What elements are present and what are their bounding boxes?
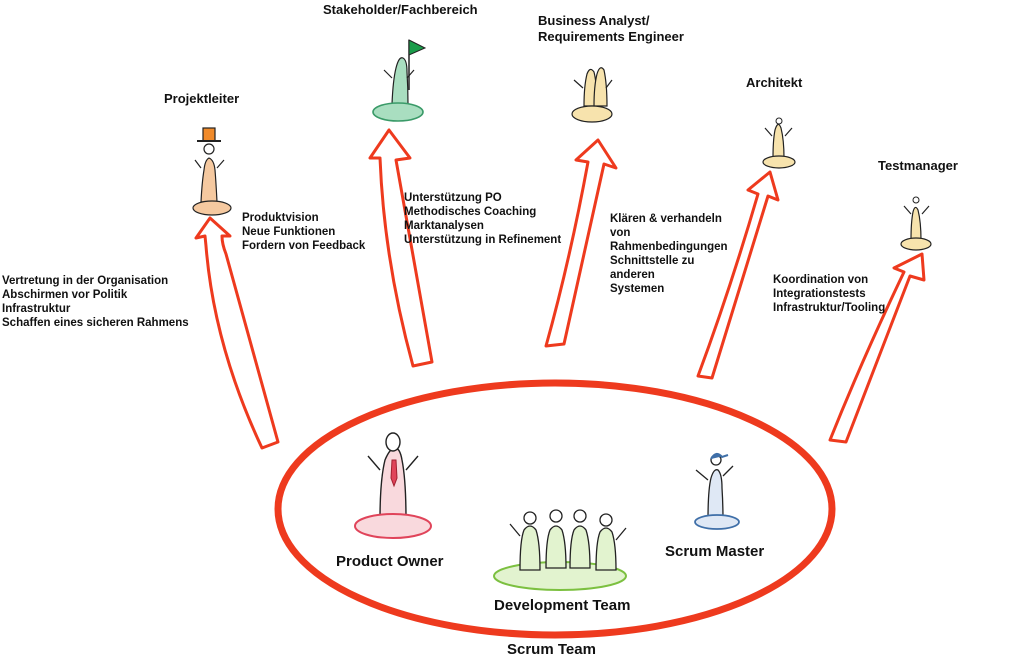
scrum-team-ellipse <box>274 379 836 639</box>
annotation-stakeholder: Unterstützung PO Methodisches Coaching M… <box>404 191 561 247</box>
annotation-line: Systemen <box>610 283 665 295</box>
annotation-architekt: Koordination von Integrationstests Infra… <box>773 273 885 315</box>
annotation-line: Klären & verhandeln <box>610 213 722 225</box>
annotation-line: Schaffen eines sicheren Rahmens <box>2 317 189 329</box>
annotation-line: Rahmenbedingungen <box>610 241 728 253</box>
label-development-team: Development Team <box>494 597 631 614</box>
annotation-line: Infrastruktur/Tooling <box>773 302 886 314</box>
annotation-line: Methodisches Coaching <box>404 206 537 218</box>
label-business-analyst-2: Requirements Engineer <box>538 29 684 44</box>
annotation-business-analyst: Klären & verhandeln von Rahmenbedingunge… <box>610 212 728 296</box>
label-business-analyst-1: Business Analyst/ <box>538 13 650 28</box>
annotation-line: Unterstützung PO <box>404 192 502 204</box>
product-owner-figure <box>354 432 432 539</box>
scrum-master-figure <box>694 453 740 530</box>
label-stakeholder: Stakeholder/Fachbereich <box>323 2 478 17</box>
arrow-to-testmanager <box>828 252 926 444</box>
annotation-organisation: Vertretung in der Organisation Abschirme… <box>2 274 189 330</box>
business-analyst-figure <box>571 67 613 123</box>
cap-icon <box>710 453 729 460</box>
arrow-to-stakeholder <box>368 128 434 368</box>
annotation-line: Marktanalysen <box>404 220 484 232</box>
label-projektleiter: Projektleiter <box>164 91 240 106</box>
label-scrum-team: Scrum Team <box>507 641 596 658</box>
stakeholder-figure <box>372 39 427 122</box>
label-scrum-master: Scrum Master <box>665 543 765 560</box>
annotation-line: Vertretung in der Organisation <box>2 275 169 287</box>
annotation-projektleiter: Produktvision Neue Funktionen Fordern vo… <box>242 211 365 253</box>
flag-icon <box>408 39 427 56</box>
architekt-figure <box>762 117 796 169</box>
annotation-line: Schnittstelle zu <box>610 255 695 267</box>
projektleiter-figure <box>192 127 232 216</box>
label-architekt: Architekt <box>746 75 803 90</box>
annotation-line: Abschirmen vor Politik <box>2 289 128 301</box>
hat-icon <box>202 127 216 142</box>
annotation-line: Integrationstests <box>773 288 866 300</box>
label-testmanager: Testmanager <box>878 158 958 173</box>
annotation-line: Produktvision <box>242 212 319 224</box>
annotation-line: anderen <box>610 269 655 281</box>
arrow-to-business-analyst <box>544 138 618 348</box>
annotation-line: Fordern von Feedback <box>242 240 366 252</box>
testmanager-figure <box>900 196 932 251</box>
arrow-to-projektleiter <box>194 216 280 450</box>
development-team-figure <box>493 509 627 591</box>
tie-icon <box>390 459 398 488</box>
arrow-to-architekt <box>696 170 780 380</box>
label-product-owner: Product Owner <box>336 553 444 570</box>
annotation-line: von <box>610 227 631 239</box>
annotation-line: Neue Funktionen <box>242 226 336 238</box>
annotation-line: Koordination von <box>773 274 869 286</box>
annotation-line: Unterstützung in Refinement <box>404 234 562 246</box>
annotation-line: Infrastruktur <box>2 303 71 315</box>
